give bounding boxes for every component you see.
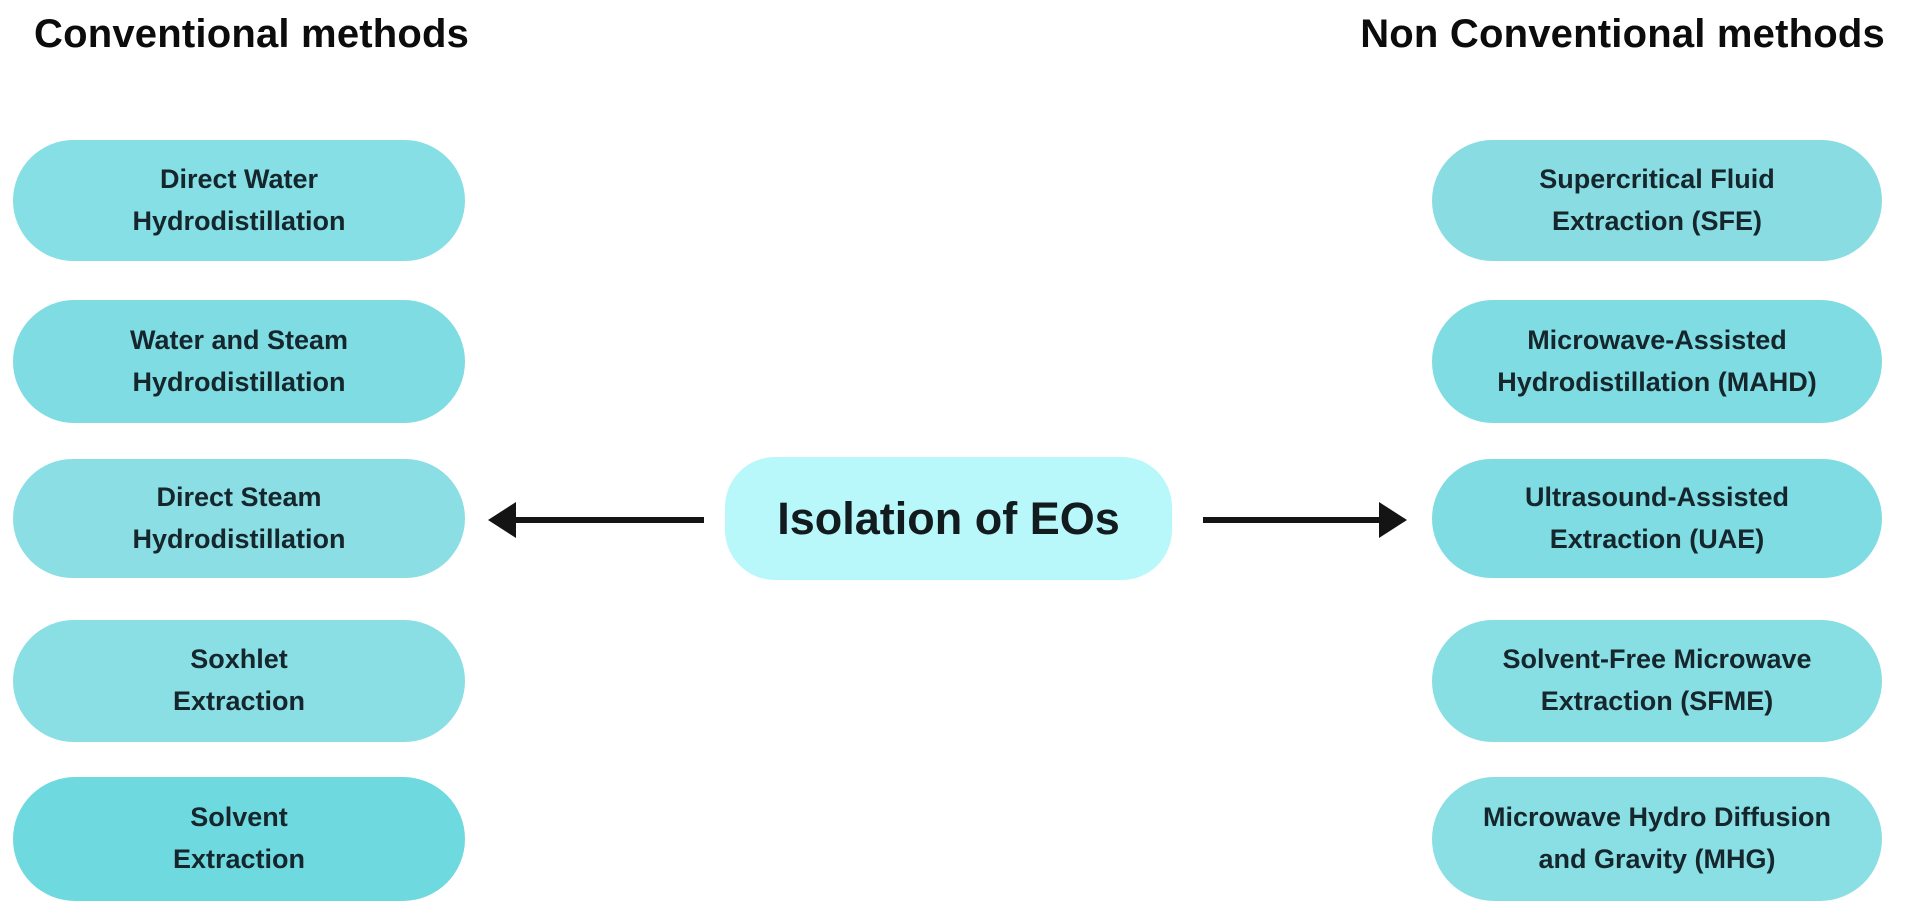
- method-pill-label-line: Direct Water: [159, 163, 319, 194]
- method-pill-label-line: Microwave Hydro Diffusion: [1482, 802, 1832, 833]
- method-pill-water-and-steam-hydrodistillation: Water and Steam Hydrodistillation: [13, 300, 465, 423]
- method-pill-microwave-hydro-diffusion-and-gravity-mhg: Microwave Hydro Diffusion and Gravity (M…: [1432, 777, 1882, 901]
- arrow-right-icon: [1203, 499, 1409, 541]
- method-pill-label-line: Water and Steam: [129, 324, 349, 355]
- method-pill-label-line: Ultrasound-Assisted: [1524, 481, 1790, 512]
- method-pill-label-line: Hydrodistillation: [132, 523, 346, 554]
- central-node: Isolation of EOs: [725, 457, 1172, 580]
- method-pill-label-line: Extraction (SFME): [1540, 686, 1774, 716]
- method-pill-label-line: Solvent: [190, 802, 288, 833]
- method-pill-label-line: Hydrodistillation (MAHD): [1497, 366, 1817, 397]
- method-pill-direct-steam-hydrodistillation: Direct Steam Hydrodistillation: [13, 459, 465, 578]
- method-pill-soxhlet-extraction: Soxhlet Extraction: [13, 620, 465, 742]
- method-pill-label-line: Supercritical Fluid: [1539, 163, 1775, 194]
- method-pill-ultrasound-assisted-extraction-uae: Ultrasound-Assisted Extraction (UAE): [1432, 459, 1882, 578]
- method-pill-label-line: Soxhlet: [190, 644, 288, 675]
- method-pill-solvent-free-microwave-extraction-sfme: Solvent-Free Microwave Extraction (SFME): [1432, 620, 1882, 742]
- left-column-header: Conventional methods: [34, 12, 470, 56]
- method-pill-supercritical-fluid-extraction-sfe: Supercritical Fluid Extraction (SFE): [1432, 140, 1882, 261]
- method-pill-microwave-assisted-hydrodistillation-mahd: Microwave-Assisted Hydrodistillation (MA…: [1432, 300, 1882, 423]
- method-pill-label-line: Extraction: [172, 686, 306, 716]
- method-pill-direct-water-hydrodistillation: Direct Water Hydrodistillation: [13, 140, 465, 261]
- method-pill-label-line: Microwave-Assisted: [1527, 324, 1787, 355]
- method-pill-label-line: Hydrodistillation: [132, 205, 346, 236]
- method-pill-solvent-extraction: Solvent Extraction: [13, 777, 465, 901]
- method-pill-label-line: Direct Steam: [156, 481, 322, 512]
- right-column-header: Non Conventional methods: [1360, 12, 1885, 56]
- method-pill-label-line: Extraction: [172, 844, 306, 874]
- method-pill-label-line: Extraction (UAE): [1549, 523, 1765, 554]
- method-pill-label-line: Solvent-Free Microwave: [1502, 644, 1812, 675]
- method-pill-label-line: Extraction (SFE): [1551, 205, 1763, 236]
- arrow-left-icon: [486, 499, 706, 541]
- central-node-label: Isolation of EOs: [777, 492, 1120, 544]
- method-pill-label-line: Hydrodistillation: [132, 366, 346, 397]
- method-pill-label-line: and Gravity (MHG): [1538, 844, 1776, 874]
